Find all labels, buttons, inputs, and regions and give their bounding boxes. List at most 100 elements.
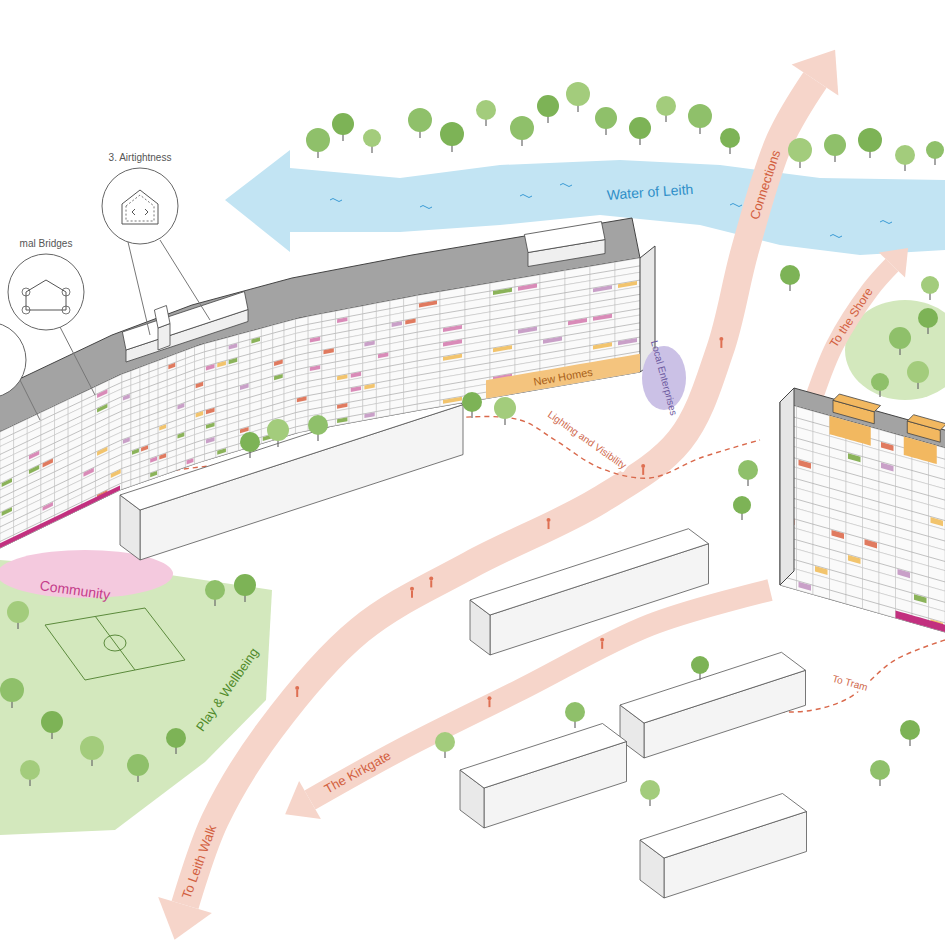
window xyxy=(390,341,404,358)
balcony-line xyxy=(322,405,336,408)
balcony-line xyxy=(615,323,640,327)
river-label: Water of Leith xyxy=(606,181,694,203)
person-body xyxy=(642,468,644,475)
window xyxy=(308,342,322,359)
coloured-panel xyxy=(815,566,828,575)
balcony-line xyxy=(149,398,158,401)
person-body xyxy=(411,591,413,598)
balcony-line xyxy=(185,384,194,387)
balcony-line xyxy=(176,388,185,391)
balcony-line xyxy=(131,433,140,436)
coloured-panel xyxy=(123,437,130,443)
balcony-line xyxy=(515,311,540,315)
balcony-line xyxy=(239,397,250,400)
tree-crown xyxy=(656,96,676,116)
balcony-line xyxy=(813,443,830,448)
low-block xyxy=(460,724,627,829)
coloured-panel xyxy=(618,281,637,288)
balcony-line xyxy=(335,331,349,334)
balcony-line xyxy=(158,365,167,368)
window xyxy=(122,472,131,490)
tree-crown xyxy=(127,754,149,776)
balcony-line xyxy=(390,378,404,381)
callout-ring xyxy=(0,322,26,398)
balcony-line xyxy=(284,384,295,387)
balcony-line xyxy=(846,472,863,477)
balcony-line xyxy=(122,422,131,425)
route-note: To Tram xyxy=(829,672,871,693)
balcony-line xyxy=(322,376,336,379)
football-pitch xyxy=(45,608,185,680)
balcony-line xyxy=(185,443,194,446)
person-head xyxy=(641,464,645,468)
balcony-line xyxy=(896,547,913,552)
window xyxy=(404,310,418,327)
balcony-line xyxy=(929,557,945,562)
balcony-line xyxy=(390,363,404,366)
balcony-line xyxy=(797,540,814,545)
balcony-line xyxy=(109,425,122,431)
window xyxy=(404,396,418,413)
window xyxy=(417,392,440,410)
balcony-line xyxy=(14,470,28,477)
balcony-line xyxy=(404,404,418,407)
balcony-line xyxy=(176,446,185,449)
window xyxy=(349,306,363,323)
tree-crown xyxy=(566,82,590,106)
balcony-line xyxy=(261,362,272,365)
callout-ring-svg xyxy=(100,166,180,246)
balcony-line xyxy=(82,438,96,445)
window xyxy=(363,404,377,421)
slab-facade xyxy=(780,402,945,632)
coloured-panel xyxy=(229,343,238,349)
leader-line xyxy=(128,242,150,335)
balcony-line xyxy=(195,396,205,399)
balcony-line xyxy=(261,348,272,351)
balcony-line xyxy=(27,435,41,441)
window xyxy=(376,315,390,332)
balcony-line xyxy=(14,456,28,463)
balcony-line xyxy=(295,424,308,427)
balcony-line xyxy=(14,499,28,506)
balcony-line xyxy=(284,356,295,359)
window xyxy=(363,346,377,363)
balcony-line xyxy=(284,341,295,344)
balcony-line xyxy=(322,390,336,393)
window xyxy=(322,354,336,371)
balcony-line xyxy=(122,408,131,411)
balcony-line xyxy=(813,483,830,488)
tree-crown xyxy=(918,308,938,328)
window xyxy=(390,399,404,416)
balcony-line xyxy=(879,522,896,527)
balcony-line xyxy=(540,307,565,311)
coloured-panel xyxy=(568,318,587,325)
balcony-line xyxy=(846,533,863,538)
coloured-panel xyxy=(206,408,215,414)
balcony-line xyxy=(335,388,349,391)
balcony-line xyxy=(0,520,14,527)
balcony-line xyxy=(879,502,896,507)
balcony-line xyxy=(68,401,82,407)
balcony-line xyxy=(158,438,167,441)
window xyxy=(322,383,336,400)
coloured-panel xyxy=(351,386,361,392)
tree-crown xyxy=(780,265,800,285)
balcony-line xyxy=(227,429,238,432)
window xyxy=(797,569,814,594)
balcony-line xyxy=(216,346,227,349)
tree-crown xyxy=(308,415,328,435)
block-roof xyxy=(470,529,709,615)
balcony-line xyxy=(929,598,945,603)
slab-end xyxy=(780,388,794,585)
balcony-line xyxy=(830,570,847,575)
balcony-line xyxy=(27,507,41,514)
balcony-line xyxy=(205,451,216,454)
window xyxy=(322,340,336,357)
window xyxy=(376,372,390,389)
route-band-head xyxy=(792,50,839,96)
coloured-panel xyxy=(593,342,612,349)
balcony-line xyxy=(349,328,363,331)
balcony-line xyxy=(122,451,131,454)
block-roof xyxy=(640,794,807,859)
